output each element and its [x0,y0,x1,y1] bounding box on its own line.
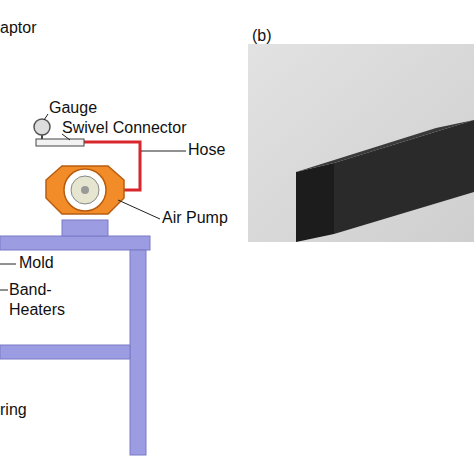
bar-side-face [334,120,474,234]
leader-line [118,200,160,219]
part-label: Mold [19,253,54,273]
part-label: Air Pump [162,208,228,228]
pump-housing [64,169,106,211]
part-label: Gauge [49,98,97,118]
pump-mount [62,220,108,236]
swivel-connector [36,139,84,146]
bar-end-face [296,163,334,242]
gauge-symbol [34,119,50,135]
pump-hub [81,186,89,194]
part-label: aptor [0,18,36,38]
air-pump-body [46,166,124,214]
pump-fan [71,176,99,204]
part-label: Swivel Connector [62,118,187,138]
leader-line [141,151,186,152]
leader-line [44,114,48,120]
photo-background [248,44,474,242]
part-label: Band- Heaters [9,280,73,320]
part-label: (b) [252,26,272,46]
frame-bar [0,345,130,359]
frame-leg [130,250,146,455]
leader-line [0,290,8,291]
part-label: Hose [188,140,225,160]
top-plate [0,236,150,250]
bar-top-face [296,120,474,172]
part-label: ring [0,400,27,420]
leader-line [0,264,16,265]
